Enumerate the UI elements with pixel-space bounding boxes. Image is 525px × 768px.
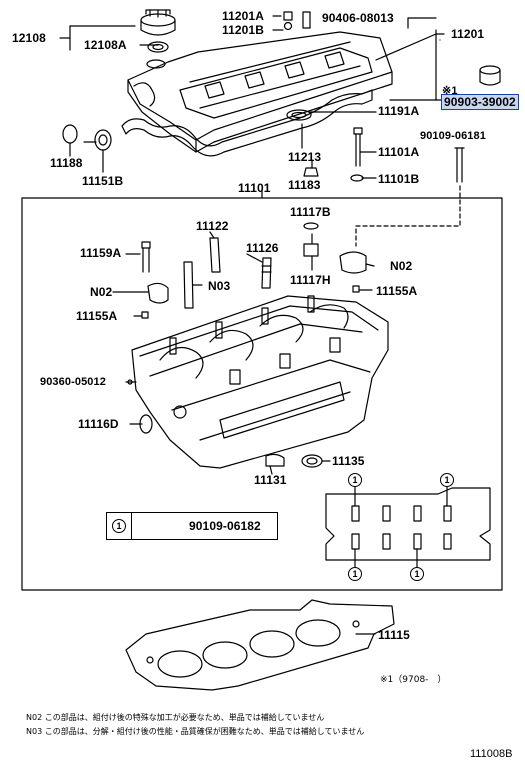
part-label-12108a[interactable]: 12108A: [84, 38, 127, 52]
plug-90903: [479, 65, 501, 86]
part-label-11201a[interactable]: 11201A: [222, 9, 264, 23]
bolt-position-marker: 1: [410, 567, 424, 581]
note-n03: N03 この部品は、分解・組付け後の性能・品質確保が困難なため、単品では補給して…: [26, 727, 365, 736]
bolt-position-marker: 1: [440, 473, 454, 487]
head-gasket: [125, 599, 395, 691]
part-label-11159a[interactable]: 11159A: [80, 246, 122, 260]
production-date-note: ※1（9708- ）: [380, 675, 447, 685]
part-label-11116d[interactable]: 11116D: [78, 417, 119, 431]
filler-cap-gasket: [147, 41, 169, 53]
part-label-11201[interactable]: 11201: [451, 27, 485, 41]
part-label-12108[interactable]: 12108: [12, 31, 46, 45]
part-label-90360-05012[interactable]: 90360-05012: [40, 376, 106, 388]
bolt-position-marker: 1: [348, 567, 362, 581]
part-label-11101a[interactable]: 11101A: [378, 145, 420, 159]
part-label-11117b[interactable]: 11117B: [290, 205, 331, 219]
part-label-11191a[interactable]: 11191A: [378, 104, 420, 118]
part-label-11151b[interactable]: 11151B: [82, 174, 124, 188]
diagram-reference-number: 111008B: [470, 748, 513, 760]
part-label-11155a-left[interactable]: 11155A: [76, 309, 118, 323]
part-label-11115[interactable]: 11115: [378, 628, 410, 642]
part-label-90903-39002-highlighted[interactable]: 90903-39002: [441, 94, 519, 110]
part-label-11117h[interactable]: 11117H: [290, 273, 331, 287]
oil-filler-cap: [140, 9, 176, 36]
part-label-11101[interactable]: 11101: [238, 181, 271, 195]
part-label-90406-08013[interactable]: 90406-08013: [322, 11, 394, 25]
part-label-90109-06181[interactable]: 90109-06181: [420, 130, 486, 142]
part-label-11183[interactable]: 11183: [288, 178, 321, 192]
head-cover-gasket: [121, 89, 373, 157]
bolt-pattern-diagram: [325, 483, 491, 569]
bolt-position-marker: 1: [348, 473, 362, 487]
part-label-11126[interactable]: 11126: [246, 241, 279, 255]
part-label-11135[interactable]: 11135: [332, 454, 365, 468]
part-label-11188[interactable]: 11188: [50, 156, 83, 170]
part-label-n02-right[interactable]: N02: [390, 259, 413, 273]
cylinder-head: [131, 295, 389, 469]
legend-symbol: 1: [112, 519, 126, 533]
part-label-11213[interactable]: 11213: [288, 150, 322, 164]
cylinder-head-cover: [127, 31, 393, 153]
part-label-11101b[interactable]: 11101B: [378, 172, 420, 186]
part-label-11201b[interactable]: 11201B: [222, 23, 264, 37]
part-label-90109-06182[interactable]: 90109-06182: [189, 519, 261, 533]
note-n02: N02 この部品は、組付け後の特殊な加工が必要なため、単品では補給していません: [26, 713, 325, 722]
part-label-11122[interactable]: 11122: [196, 219, 229, 233]
part-label-n02-left[interactable]: N02: [90, 285, 113, 299]
stud-legend-box: 1 90109-06182: [106, 512, 278, 540]
legend-symbol-cell: [107, 513, 132, 539]
part-label-n03[interactable]: N03: [208, 279, 231, 293]
part-label-11131[interactable]: 11131: [254, 473, 287, 487]
part-label-11155a-right[interactable]: 11155A: [376, 284, 418, 298]
